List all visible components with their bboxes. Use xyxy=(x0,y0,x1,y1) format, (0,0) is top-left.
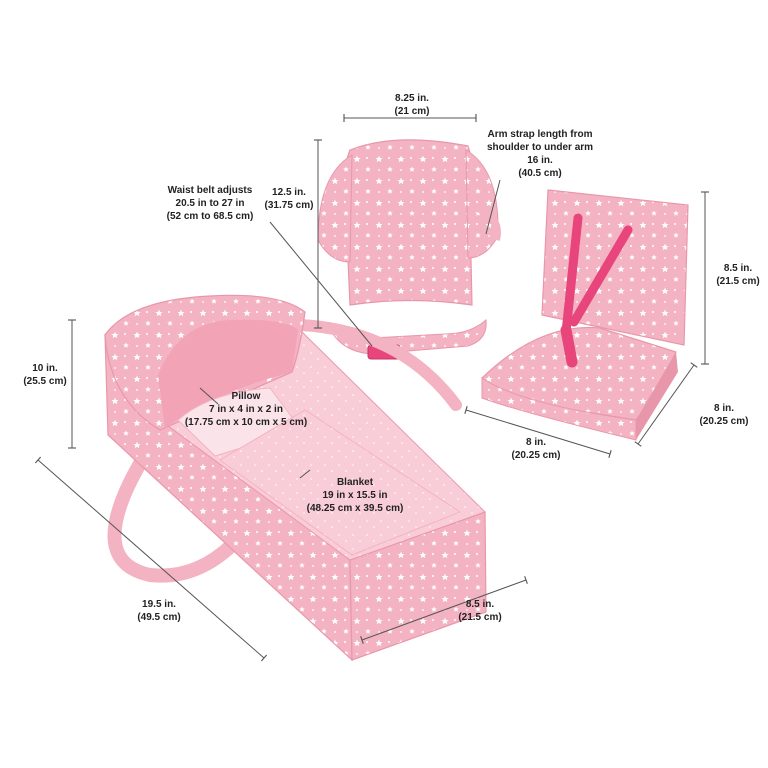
dimension-lines xyxy=(34,114,709,662)
harness-arm-strap xyxy=(468,201,501,241)
arm-strap-leader xyxy=(485,179,501,235)
basket-handle-back xyxy=(294,319,462,411)
seat-depth-label: 8 in. (20.25 cm) xyxy=(699,403,749,427)
seat-strap-left xyxy=(561,213,583,337)
harness-height-label: 12.5 in. (31.75 cm) xyxy=(264,187,314,211)
seat-depth-line xyxy=(634,362,698,447)
basket-hood-opening xyxy=(158,319,298,428)
blanket-label: Blanket 19 in x 15.5 in (48.25 cm x 39.5… xyxy=(306,477,404,514)
seat-width-line xyxy=(464,406,612,458)
seat-height-label: 8.5 in. (21.5 cm) xyxy=(716,263,760,287)
pillow-label: Pillow 7 in x 4 in x 2 in (17.75 cm x 10… xyxy=(184,391,308,428)
pillow-leader xyxy=(199,387,219,405)
carrier-width-line xyxy=(360,576,528,644)
carrier-height-label: 10 in. (25.5 cm) xyxy=(23,363,67,387)
seat-crotch-strap xyxy=(560,324,578,368)
harness-back-panel xyxy=(343,139,475,306)
carrier-length-label: 19.5 in. (49.5 cm) xyxy=(137,599,181,623)
blanket-leader xyxy=(299,469,311,479)
waist-belt-leader xyxy=(269,221,373,347)
carrier-length-line xyxy=(34,456,268,662)
arm-strap-label: Arm strap length from shoulder to under … xyxy=(486,129,594,179)
waist-belt-label: Waist belt adjusts 20.5 in to 27 in (52 … xyxy=(166,185,254,222)
blanket xyxy=(219,409,462,556)
booster-seat xyxy=(481,189,689,441)
harness-width-label: 8.25 in. (21 cm) xyxy=(394,93,430,117)
carrier-width-label: 8.5 in. (21.5 cm) xyxy=(458,599,502,623)
seat-width-label: 8 in. (20.25 cm) xyxy=(511,437,561,461)
seat-strap-right xyxy=(569,225,633,327)
